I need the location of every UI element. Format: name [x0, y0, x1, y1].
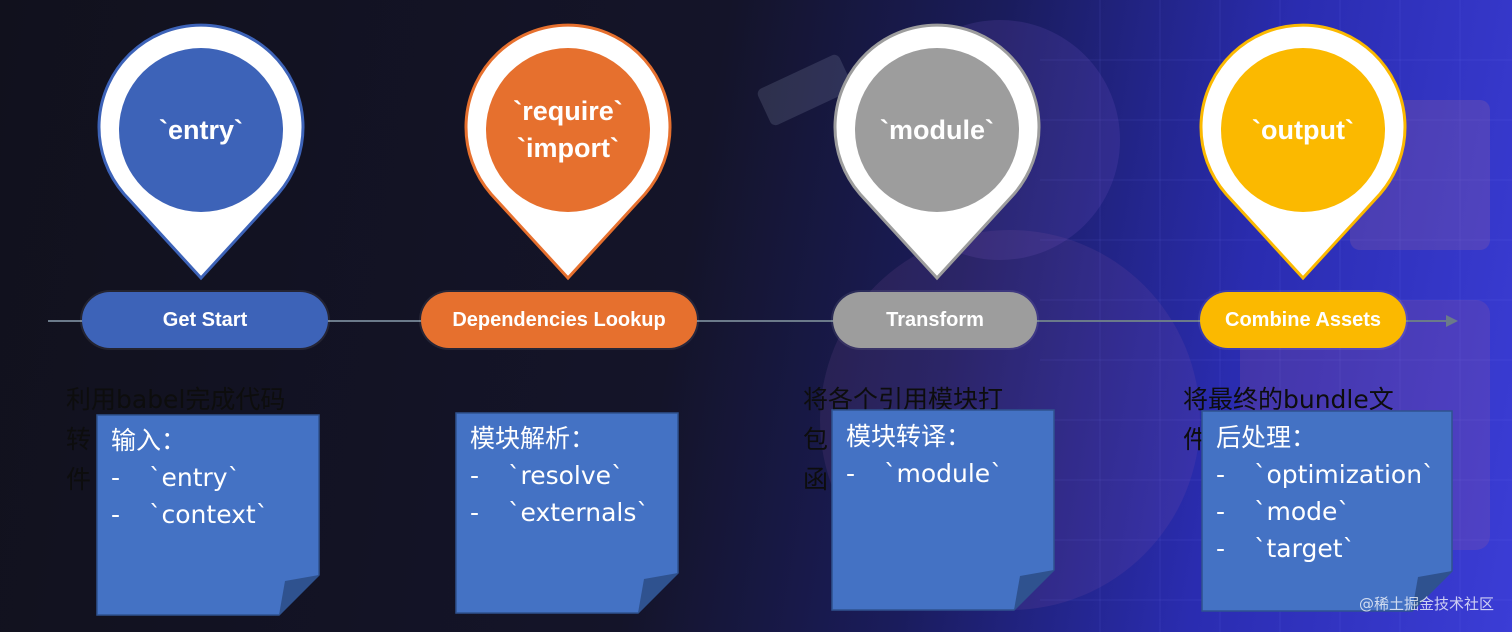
stage-2-pin-circle: [486, 48, 650, 212]
stage-3-pin-line: `module`: [880, 114, 994, 145]
stage-1-desc-line: 转: [66, 425, 92, 454]
stage-2-pin-line: `require`: [513, 96, 623, 126]
stage-1-pin-line: `entry`: [158, 114, 243, 145]
stage-3-desc-line: 函: [803, 465, 829, 494]
timeline-axis: [48, 320, 1448, 322]
stage-3-sticky-note: [831, 409, 1055, 611]
list-dash: -: [846, 459, 856, 488]
list-dash: -: [1216, 460, 1226, 489]
stage-4-sticky-note: [1201, 410, 1453, 612]
note-item-text: `context`: [149, 500, 269, 529]
stage-1-note-item: -`context`: [111, 496, 268, 533]
stage-2-sticky-note: [455, 412, 679, 614]
stage-4-pin-label: `output`: [1198, 48, 1408, 212]
stage-3-map-pin: [833, 23, 1041, 281]
stage-2-pin-label: `require` `import`: [463, 48, 673, 212]
note-item-text: `target`: [1254, 534, 1356, 563]
stage-3-pin-circle: [855, 48, 1019, 212]
note-item-text: `mode`: [1254, 497, 1350, 526]
list-dash: -: [470, 498, 480, 527]
list-dash: -: [111, 463, 121, 492]
stage-3-note-item: -`module`: [846, 455, 1003, 492]
stage-4-note-item: -`optimization`: [1216, 456, 1435, 493]
note-item-text: `entry`: [149, 463, 241, 492]
stage-4-note-item: -`target`: [1216, 530, 1435, 567]
stage-1-map-pin: [97, 23, 305, 281]
stage-2-pill: Dependencies Lookup: [421, 292, 697, 348]
stage-1-note-item: -`entry`: [111, 459, 268, 496]
note-item-text: `module`: [884, 459, 1003, 488]
stage-1-note-title: 输入：: [111, 426, 187, 455]
note-item-text: `externals`: [508, 498, 649, 527]
stage-2-map-pin: [464, 23, 672, 281]
stage-3-description: 将各个引用模块打 包 函: [803, 380, 1063, 500]
stage-1-sticky-note: [96, 414, 320, 616]
stage-1-description: 利用babel完成代码 转 件: [66, 380, 356, 500]
stage-1-pin-circle: [119, 48, 283, 212]
note-item-text: `optimization`: [1254, 460, 1435, 489]
stage-1-desc-line: 利用babel完成代码: [66, 385, 286, 414]
list-dash: -: [111, 500, 121, 529]
watermark: @稀土掘金技术社区: [1358, 595, 1494, 613]
stage-2-note-content: 模块解析： -`resolve` -`externals`: [470, 420, 649, 531]
list-dash: -: [1216, 497, 1226, 526]
stage-3-desc-line: 包: [803, 425, 829, 454]
stage-4-pill: Combine Assets: [1200, 292, 1406, 348]
stage-2-note-title: 模块解析：: [470, 424, 596, 453]
stage-1-desc-line: 件: [66, 465, 92, 494]
stage-1-pill: Get Start: [82, 292, 328, 348]
stage-2-note-item: -`resolve`: [470, 457, 649, 494]
stage-4-note-item: -`mode`: [1216, 493, 1435, 530]
list-dash: -: [470, 461, 480, 490]
stage-4-pin-circle: [1221, 48, 1385, 212]
stage-1-note-content: 输入： -`entry` -`context`: [111, 422, 268, 533]
stage-4-map-pin: [1199, 23, 1407, 281]
list-dash: -: [1216, 534, 1226, 563]
stage-1-pin-label: `entry`: [96, 48, 306, 212]
timeline-arrowhead: [1446, 315, 1458, 327]
stage-3-note-title: 模块转译：: [846, 422, 972, 451]
stage-2-note-item: -`externals`: [470, 494, 649, 531]
stage-4-note-title: 后处理：: [1216, 423, 1317, 452]
stage-3-pill: Transform: [833, 292, 1037, 348]
stage-3-pin-label: `module`: [832, 48, 1042, 212]
stage-4-pin-line: `output`: [1252, 114, 1354, 145]
stage-3-note-content: 模块转译： -`module`: [846, 418, 1003, 492]
note-item-text: `resolve`: [508, 461, 624, 490]
stage-2-pin-line: `import`: [517, 133, 619, 163]
stage-4-note-content: 后处理： -`optimization` -`mode` -`target`: [1216, 419, 1435, 567]
stage-3-desc-line: 将各个引用模块打: [803, 385, 1004, 414]
stage-4-desc-line: 将最终的bundle文: [1183, 385, 1394, 414]
stage-4-description: 将最终的bundle文 件: [1183, 380, 1433, 460]
